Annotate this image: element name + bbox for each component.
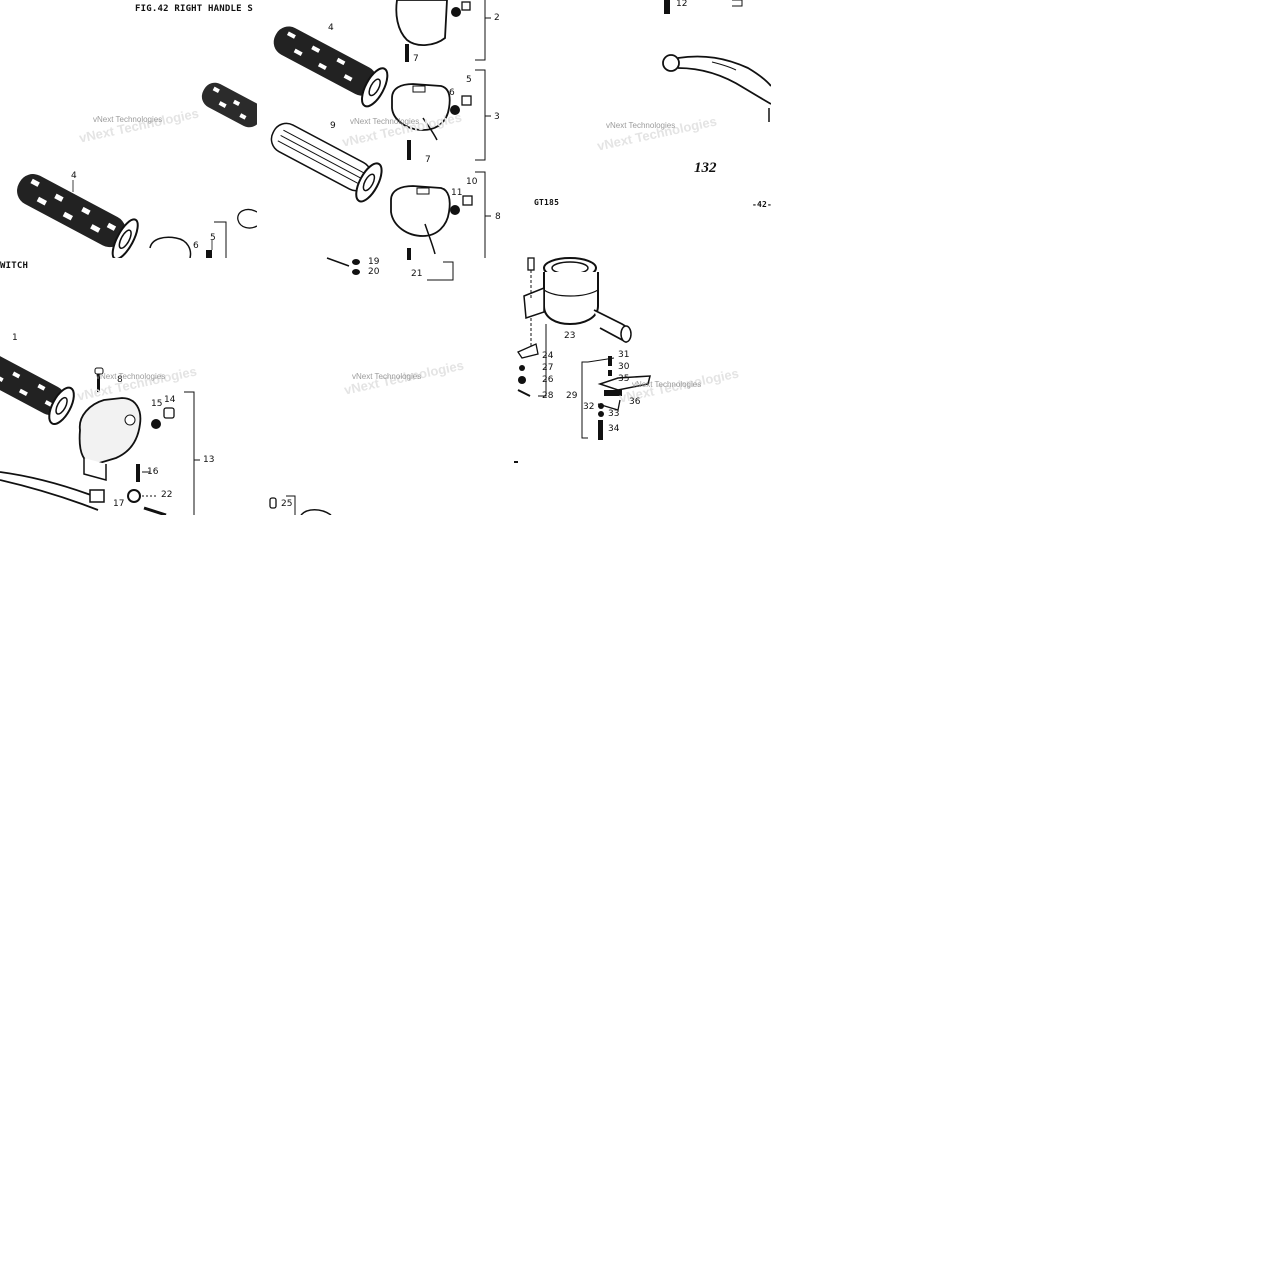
- callout-label: 27: [542, 363, 554, 373]
- callout-label: 16: [147, 467, 159, 477]
- watermark-text: vNext Technologies: [350, 117, 420, 126]
- callout-label: 7: [425, 155, 431, 165]
- right-handle-switch-drawing: [270, 0, 491, 281]
- watermark-text: vNext Technologies: [606, 121, 676, 130]
- callout-label: 29: [566, 391, 578, 401]
- center-lower-drawing: [269, 495, 332, 515]
- watermark-text: vNext Technologies: [632, 380, 702, 389]
- callout-label: 14: [164, 395, 176, 405]
- master-cylinder-drawing: [514, 257, 651, 463]
- callout-label: 12: [676, 0, 688, 9]
- callout-label: 6: [449, 88, 455, 98]
- callout-label: 26: [542, 375, 554, 385]
- callout-label: 34: [608, 424, 620, 434]
- callout-label: 1: [12, 333, 18, 343]
- callout-label: 4: [328, 23, 334, 33]
- callout-label: 10: [466, 177, 478, 187]
- callout-label: 8: [117, 375, 123, 385]
- reference-fragment: -42-: [752, 200, 771, 209]
- callout-label: 22: [161, 490, 173, 500]
- callout-label: 5: [466, 75, 472, 85]
- callout-label: 20: [368, 267, 380, 277]
- diagram-tile-left-grips: vNext Technologies vNext Technologies FI…: [0, 0, 257, 258]
- page-number: 132: [694, 160, 717, 176]
- section-label: WITCH: [0, 261, 29, 271]
- callout-label: 2: [494, 13, 500, 23]
- brake-lever-drawing: [662, 0, 771, 122]
- diagram-tile-brake-lever: vNext Technologies vNext Technologies 12…: [514, 0, 771, 214]
- left-grip-drawing: [17, 82, 257, 258]
- callout-label: 30: [618, 362, 630, 372]
- callout-label: 33: [608, 409, 620, 419]
- callout-label: 6: [193, 241, 199, 251]
- diagram-tile-center-blank: vNext Technologies vNext Technologies 25: [257, 282, 514, 515]
- watermark-text: vNext Technologies: [93, 115, 163, 124]
- callout-label: 17: [113, 499, 125, 509]
- callout-label: 9: [330, 121, 336, 131]
- callout-label: 4: [71, 171, 77, 181]
- callout-label: 31: [618, 350, 630, 360]
- callout-label: 32: [583, 402, 595, 412]
- watermark-text: vNext Technologies: [352, 372, 422, 381]
- callout-label: 13: [203, 455, 215, 465]
- callout-label: 21: [411, 269, 423, 279]
- callout-label: 35: [618, 374, 630, 384]
- callout-label: 15: [151, 399, 163, 409]
- diagram-tile-right-handle-switch: vNext Technologies vNext Technologies 2 …: [257, 0, 514, 282]
- left-switch-lever-drawing: [0, 351, 200, 515]
- diagram-tile-master-cylinder: vNext Technologies vNext Technologies 23…: [514, 214, 771, 474]
- callout-label: 11: [451, 188, 463, 198]
- watermark-text: vNext Technologies: [96, 372, 166, 381]
- callout-label: 24: [542, 351, 554, 361]
- callout-label: 5: [210, 233, 216, 243]
- callout-label: 23: [564, 331, 576, 341]
- callout-label: 25: [281, 499, 293, 509]
- callout-label: 36: [629, 397, 641, 407]
- callout-label: 19: [368, 257, 380, 267]
- figure-title: FIG.42 RIGHT HANDLE S: [135, 4, 253, 14]
- callout-label: 8: [495, 212, 501, 222]
- diagram-tile-left-switch-lever: WITCH 1 8 15 14 16 13 22 17 vNext Techno…: [0, 258, 257, 515]
- model-code: GT185: [534, 198, 560, 207]
- callout-label: 3: [494, 112, 500, 122]
- callout-label: 7: [413, 54, 419, 64]
- callout-label: 28: [542, 391, 554, 401]
